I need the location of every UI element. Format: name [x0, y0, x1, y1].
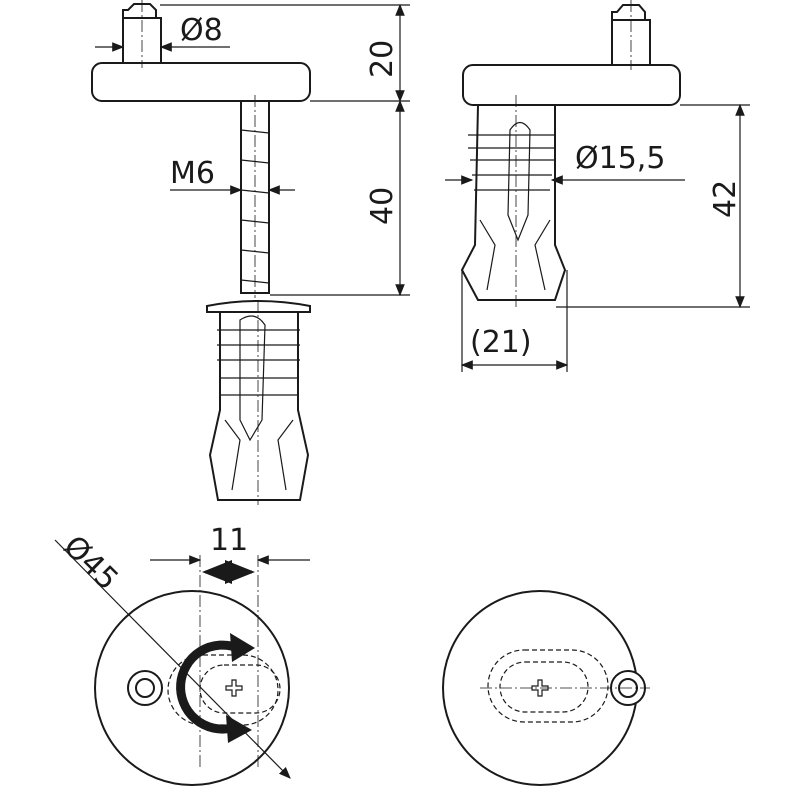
plate-diameter-label: Ø45 — [56, 529, 124, 597]
offset-label: 11 — [210, 523, 248, 558]
plate-top-view-left — [94, 555, 290, 786]
dimension-heights-left: 20 40 — [160, 3, 410, 297]
anchor-diameter-label: Ø15,5 — [575, 141, 665, 176]
assembled-side-view — [460, 0, 681, 308]
assembled-height-label: 42 — [708, 180, 743, 218]
expansion-anchor — [206, 300, 311, 505]
dimension-thread: M6 — [170, 156, 295, 195]
cap-height-label: 20 — [365, 40, 400, 78]
dimension-assembled-height: 42 — [556, 103, 750, 309]
anchor-width-label: (21) — [470, 325, 532, 360]
dimension-cap-diameter: Ø8 — [95, 13, 230, 52]
bolt-length-label: 40 — [365, 187, 400, 225]
bolt-side-view — [91, 0, 311, 298]
thread-label: M6 — [170, 156, 215, 191]
dimension-offset: 11 — [150, 523, 310, 584]
dimension-anchor-width: (21) — [460, 270, 569, 372]
plate-top-view-right — [442, 590, 650, 786]
dimension-anchor-diameter: Ø15,5 — [445, 141, 685, 185]
cap-diameter-label: Ø8 — [180, 13, 223, 48]
